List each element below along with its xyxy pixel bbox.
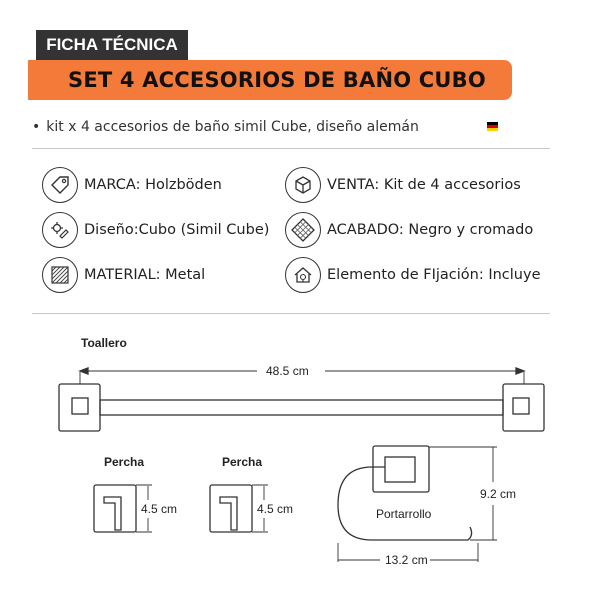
bullet-dot: • [32,119,41,135]
feature-material-text: MATERIAL: Metal [84,267,206,283]
towel-bar-width: 48.5 cm [264,364,311,378]
material-texture-icon [42,257,78,293]
design-tools-icon [42,212,78,248]
feature-finish: ACABADO: Negro y cromado [285,211,533,249]
divider-bottom [32,313,550,314]
towel-bar-label: Toallero [81,336,127,350]
feature-design: Diseño:Cubo (Simil Cube) [42,211,269,249]
hook-2-label: Percha [222,455,263,469]
hook-1-height: 4.5 cm [139,502,180,516]
feature-material: MATERIAL: Metal [42,256,205,294]
description-bullet: • kit x 4 accesorios de baño simil Cube, … [32,119,419,135]
feature-sale: VENTA: Kit de 4 accesorios [285,166,521,204]
towel-bar-drawing [58,367,545,432]
german-flag-icon [487,122,498,131]
page-title: SET 4 ACCESORIOS DE BAÑO CUBO [68,68,486,92]
box-icon [285,167,321,203]
paper-holder-drawing [337,445,497,562]
hook-1-label: Percha [104,455,145,469]
title-banner: SET 4 ACCESORIOS DE BAÑO CUBO [28,60,512,100]
paper-holder-width: 13.2 cm [383,553,430,567]
paper-holder-label: Portarrollo [376,507,432,521]
feature-brand-text: MARCA: Holzböden [84,177,222,193]
feature-mounting-text: Elemento de FIjación: Incluye [327,267,541,283]
feature-mounting: Elemento de FIjación: Incluye [285,256,541,294]
hook-2-drawing [209,484,268,533]
feature-brand: MARCA: Holzböden [42,166,222,204]
hook-2-height: 4.5 cm [255,502,296,516]
price-tag-icon [42,167,78,203]
home-mount-icon [285,257,321,293]
paper-holder-height: 9.2 cm [478,487,519,501]
hook-1-drawing [93,484,152,533]
feature-finish-text: ACABADO: Negro y cromado [327,222,534,238]
finish-pattern-icon [285,212,321,248]
section-tag: FICHA TÉCNICA [36,30,188,60]
bullet-text: kit x 4 accesorios de baño simil Cube, d… [46,119,419,135]
feature-design-text: Diseño:Cubo (Simil Cube) [84,222,270,238]
divider-top [32,148,550,149]
feature-sale-text: VENTA: Kit de 4 accesorios [327,177,521,193]
